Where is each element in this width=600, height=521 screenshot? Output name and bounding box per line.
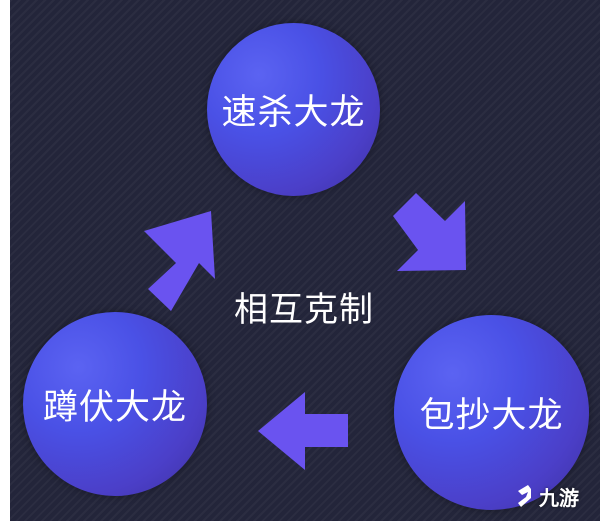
- center-label: 相互克制: [234, 290, 374, 330]
- arrow-top-to-right-icon: [393, 193, 466, 271]
- node-ambush-dragon: 蹲伏大龙: [23, 312, 207, 496]
- arrow-left-to-top-icon: [144, 211, 215, 311]
- watermark: 九游: [512, 474, 598, 518]
- watermark-text: 九游: [539, 485, 579, 510]
- arrow-right-to-left-icon: [258, 392, 348, 470]
- jiuyou-logo-icon: [518, 485, 531, 507]
- node-flank-dragon: 包抄大龙: [394, 315, 589, 510]
- node-fast-kill-dragon: 速杀大龙: [207, 23, 380, 196]
